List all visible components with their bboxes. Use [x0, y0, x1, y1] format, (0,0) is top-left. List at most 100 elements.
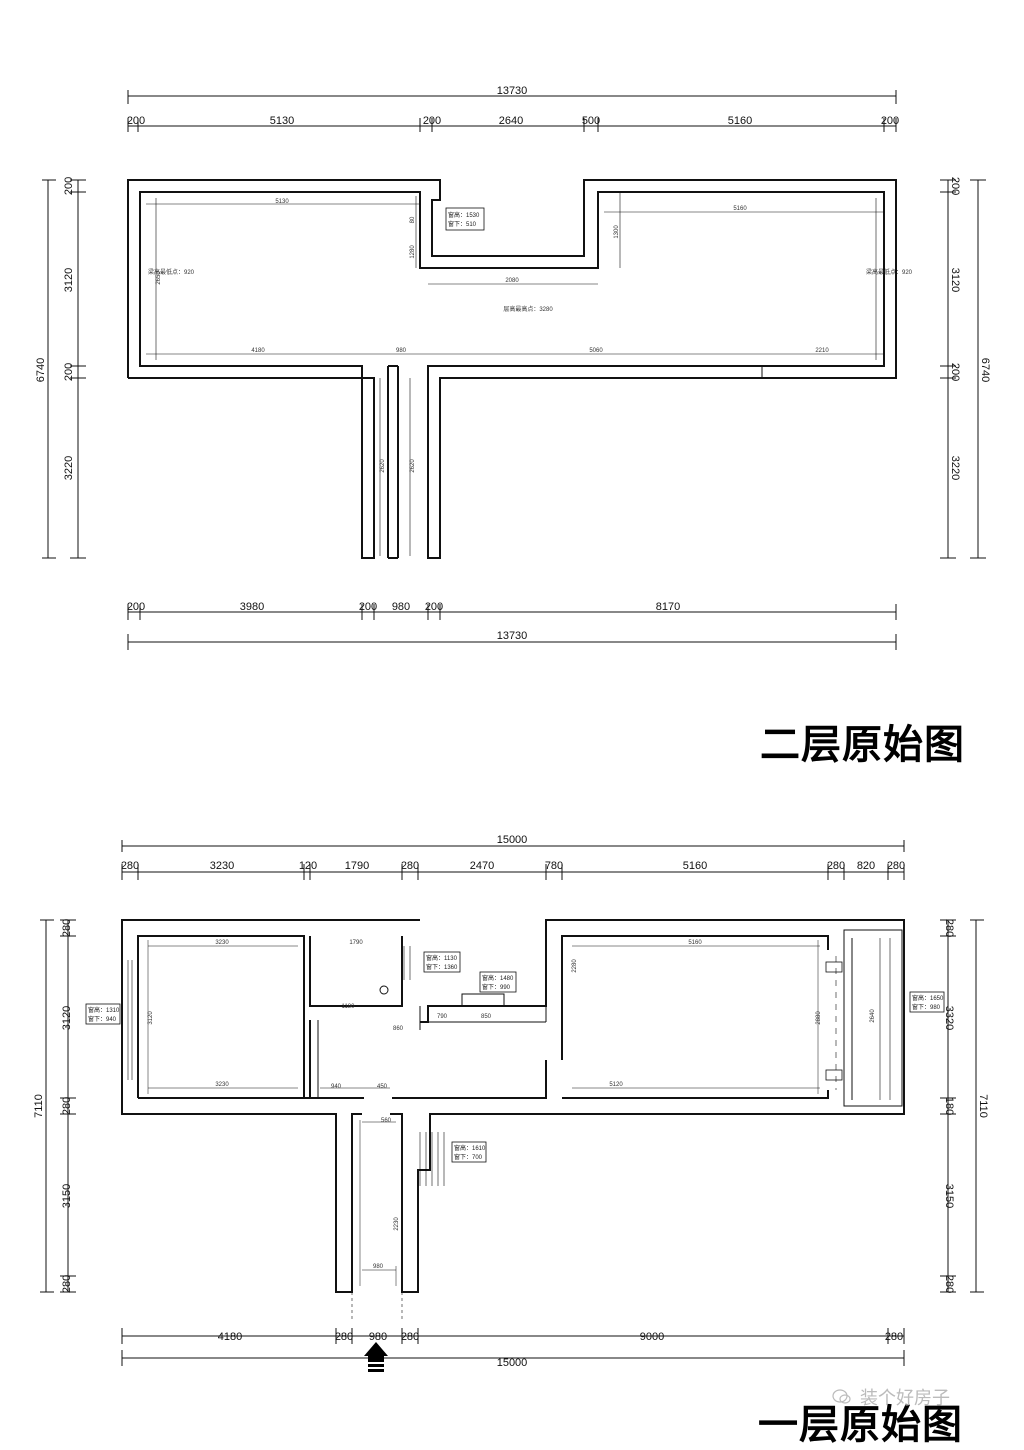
f2-inner-dim: 2650: [156, 271, 162, 285]
f1-right-seg: 280: [943, 919, 955, 937]
f1-inner-dim: 1180: [342, 1004, 356, 1010]
f1-window-note: 窗高：1130: [426, 954, 458, 962]
f1-window-note: 窗下：1360: [426, 963, 458, 971]
f2-top-seg: 200: [423, 115, 441, 127]
f1-top-seg: 5160: [683, 860, 707, 872]
f2-top-seg: 2640: [499, 115, 523, 127]
f1-inner-dim: 790: [437, 1014, 448, 1020]
f1-bottom-total: 15000: [497, 1357, 528, 1369]
f1-left-seg: 280: [61, 1097, 73, 1115]
f1-inner-dim: 2640: [870, 1009, 876, 1023]
f1-top-seg: 280: [887, 860, 905, 872]
f2-top-total: 13730: [497, 85, 528, 97]
f1-top-seg: 2470: [470, 860, 494, 872]
f1-inner-dim: 2280: [572, 959, 578, 973]
f1-right-seg: 3150: [943, 1184, 955, 1208]
f1-inner-dim: 860: [393, 1026, 404, 1032]
f2-left-seg: 3120: [63, 268, 75, 292]
f1-bottom-seg: 280: [335, 1331, 353, 1343]
f1-left-seg: 3120: [61, 1006, 73, 1030]
f1-top-seg: 120: [299, 860, 317, 872]
f2-right-beam: 梁高最低点：920: [866, 268, 913, 276]
f1-inner-dim: 450: [377, 1084, 388, 1090]
f2-right-seg: 200: [949, 177, 961, 195]
f2-inner-dim: 2620: [380, 459, 386, 473]
f2-left-beam: 梁高最低点：920: [148, 268, 195, 276]
f1-window-note: 窗下：980: [912, 1003, 941, 1011]
f1-inner-dim: 5120: [609, 1082, 623, 1088]
f2-left-seg: 200: [63, 363, 75, 381]
f1-inner-dim: 2880: [816, 1011, 822, 1025]
f2-bottom-seg: 200: [359, 601, 377, 613]
f1-top-seg: 820: [857, 860, 875, 872]
f1-bottom-seg: 980: [369, 1331, 387, 1343]
f1-top-total: 15000: [497, 834, 528, 846]
f1-bottom-seg: 4180: [218, 1331, 242, 1343]
f2-inner-dim: 80: [410, 216, 416, 223]
f2-left-total: 6740: [35, 358, 47, 382]
f1-inner-dim: 3230: [215, 940, 229, 946]
f1-inner-dim: 5160: [688, 940, 702, 946]
f2-bottom-seg: 200: [425, 601, 443, 613]
f2-inner-dim: 2080: [505, 278, 519, 284]
f2-bottom-seg: 200: [127, 601, 145, 613]
floor2-title: 二层原始图: [760, 722, 965, 768]
f1-inner-dim: 850: [481, 1014, 492, 1020]
f2-inner-dim: 5130: [275, 199, 289, 205]
f2-inner-dim: 5060: [589, 348, 603, 354]
floor1-plan: [40, 840, 984, 1366]
f1-window-note: 窗下：700: [454, 1153, 483, 1161]
wechat-icon: [832, 1389, 851, 1404]
f2-inner-dim: 1300: [614, 225, 620, 239]
f1-inner-dim: 3120: [148, 1011, 154, 1025]
f1-right-seg: 280: [943, 1275, 955, 1293]
f2-bottom-seg: 980: [392, 601, 410, 613]
f1-top-seg: 1790: [345, 860, 369, 872]
f1-top-seg: 280: [401, 860, 419, 872]
f2-inner-dim: 5160: [733, 206, 747, 212]
f2-right-seg: 200: [949, 363, 961, 381]
f2-window-note: 窗高：1530: [448, 211, 480, 219]
f2-top-seg: 500: [582, 115, 600, 127]
f1-window-note: 窗下：990: [482, 983, 511, 991]
f1-window-note: 窗高：1650: [912, 994, 944, 1002]
f1-right-total: 7110: [977, 1094, 989, 1118]
f1-top-seg: 780: [545, 860, 563, 872]
f2-top-seg: 5160: [728, 115, 752, 127]
f1-bottom-seg: 280: [401, 1331, 419, 1343]
f1-window-note: 窗下：940: [88, 1015, 117, 1023]
f2-right-seg: 3120: [949, 268, 961, 292]
f1-inner-dim: 1790: [349, 940, 363, 946]
f1-window-note: 窗高：1610: [454, 1144, 486, 1152]
f1-left-total: 7110: [33, 1094, 45, 1118]
f2-left-seg: 200: [63, 177, 75, 195]
f2-top-seg: 5130: [270, 115, 294, 127]
f2-inner-dim: 2210: [815, 348, 829, 354]
f1-inner-dim: 980: [373, 1264, 384, 1270]
f1-top-seg: 280: [121, 860, 139, 872]
floor1-title: 一层原始图: [758, 1402, 963, 1448]
f1-window-note: 窗高：1310: [88, 1006, 120, 1014]
f2-right-total: 6740: [979, 358, 991, 382]
floor2-plan: [42, 90, 986, 650]
f2-right-seg: 3220: [949, 456, 961, 480]
f1-inner-dim: 560: [381, 1118, 392, 1124]
f2-bottom-total: 13730: [497, 630, 528, 642]
f1-bottom-seg: 280: [885, 1331, 903, 1343]
f2-top-seg: 200: [881, 115, 899, 127]
f1-bottom-seg: 9000: [640, 1331, 664, 1343]
f1-right-seg: 180: [943, 1097, 955, 1115]
f1-inner-dim: 940: [331, 1084, 342, 1090]
f1-top-seg: 3230: [210, 860, 234, 872]
f1-top-seg: 280: [827, 860, 845, 872]
f1-left-seg: 280: [61, 1275, 73, 1293]
f2-inner-dim: 980: [396, 348, 407, 354]
watermark-text: 装个好房子: [860, 1388, 950, 1409]
f2-bottom-seg: 3980: [240, 601, 264, 613]
f1-left-seg: 280: [61, 919, 73, 937]
f2-left-seg: 3220: [63, 456, 75, 480]
f1-right-seg: 3320: [943, 1006, 955, 1030]
f2-inner-dim: 4180: [251, 348, 265, 354]
f1-inner-dim: 3230: [215, 1082, 229, 1088]
